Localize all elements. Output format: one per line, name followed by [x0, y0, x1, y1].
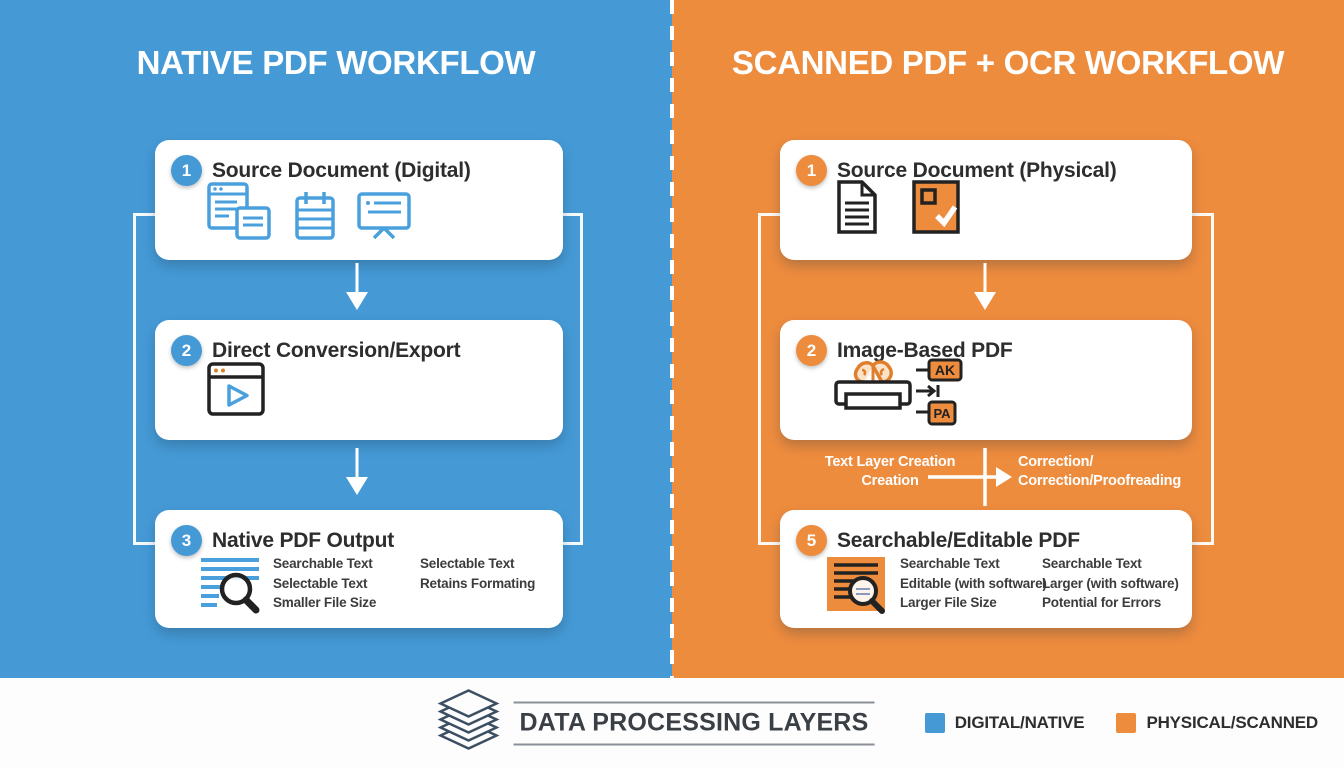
- label-line: Correction/: [1018, 454, 1094, 470]
- step-card-native-pdf-output: 3 Native PDF Output: [155, 510, 563, 628]
- down-arrow-icon: [344, 448, 370, 501]
- step-number-badge: 2: [796, 335, 827, 366]
- ocr-tag-bottom-label: PA: [933, 406, 951, 421]
- step-title: Image-Based PDF: [837, 339, 1013, 362]
- legend-label: PHYSICAL/SCANNED: [1146, 713, 1318, 732]
- feature-item: Larger (with software): [1042, 575, 1179, 591]
- digital-documents-icon: [207, 182, 273, 245]
- text-layer-creation-label: Text Layer Creation Creation: [792, 453, 988, 491]
- step-card-direct-conversion: 2 Direct Conversion/Export: [155, 320, 563, 440]
- label-line: Text Layer Creation: [824, 454, 956, 470]
- feature-item: Smaller File Size: [273, 595, 377, 610]
- legend: DIGITAL/NATIVE PHYSICAL/SCANNED: [924, 713, 1318, 733]
- step-title: Direct Conversion/Export: [212, 339, 461, 362]
- legend-item-digital: DIGITAL/NATIVE: [924, 713, 1085, 733]
- step-title: Searchable/Editable PDF: [837, 529, 1080, 552]
- feature-item: Larger File Size: [900, 595, 997, 610]
- down-arrow-icon: [972, 263, 998, 316]
- searchable-text-icon: [199, 556, 263, 619]
- step-number-badge: 1: [171, 155, 202, 186]
- step-card-source-digital: 1 Source Document (Digital): [155, 140, 563, 260]
- cross-right-arrow-icon: [928, 446, 1018, 513]
- feature-item: Selectable Text: [273, 575, 368, 591]
- brand: DATA PROCESSING LAYERS: [437, 689, 875, 758]
- presentation-monitor-icon: [357, 190, 411, 245]
- browser-export-icon: [207, 362, 265, 421]
- step-card-source-physical: 1 Source Document (Physical): [780, 140, 1192, 260]
- searchable-scan-icon: [826, 556, 888, 619]
- feature-item: Editable (with software): [900, 575, 1047, 591]
- step-title: Source Document (Physical): [837, 159, 1117, 182]
- brand-title-frame: DATA PROCESSING LAYERS: [513, 701, 875, 745]
- feature-item: Selectable Text: [420, 556, 515, 571]
- correction-proofreading-label: Correction/ Correction/Proofreading: [1018, 453, 1228, 491]
- legend-item-physical: PHYSICAL/SCANNED: [1116, 713, 1318, 733]
- step-card-searchable-editable-pdf: 5 Searchable/Editable PDF: [780, 510, 1192, 628]
- ocr-tag-top-label: AK: [935, 362, 955, 378]
- step-number: 1: [806, 160, 817, 180]
- brand-title: DATA PROCESSING LAYERS: [519, 708, 869, 736]
- orange-swatch-icon: [1116, 713, 1137, 733]
- legend-label: DIGITAL/NATIVE: [954, 713, 1085, 732]
- paper-document-icon: [836, 180, 878, 239]
- layers-icon: [437, 689, 500, 758]
- spreadsheet-icon: [295, 190, 335, 245]
- step-number: 2: [181, 340, 192, 360]
- left-connector-bracket: [133, 213, 163, 545]
- feature-item: Searchable Text: [1042, 556, 1142, 571]
- ocr-scan-icon: AK PA: [828, 356, 970, 433]
- step-number: 5: [806, 530, 817, 550]
- feature-item: Searchable Text: [900, 556, 1000, 571]
- step-number-badge: 3: [171, 525, 202, 556]
- step-number: 3: [181, 530, 192, 550]
- right-connector-bracket: [553, 213, 583, 545]
- step-number-badge: 2: [171, 335, 202, 366]
- scanned-ocr-panel: SCANNED PDF + OCR WORKFLOW 1 Source Docu…: [672, 0, 1344, 678]
- feature-item: Retains Formating: [420, 575, 536, 591]
- scanned-workflow-title: SCANNED PDF + OCR WORKFLOW: [731, 44, 1285, 81]
- left-connector-bracket: [758, 213, 788, 545]
- step-number-badge: 1: [796, 155, 827, 186]
- step-number-badge: 5: [796, 525, 827, 556]
- workflow-comparison-diagram: NATIVE PDF WORKFLOW 1 Source Document (D…: [0, 0, 1344, 678]
- right-connector-bracket: [1184, 213, 1214, 545]
- step-card-image-based-pdf: 2 Image-Based PDF AK: [780, 320, 1192, 440]
- feature-item: Potential for Errors: [1042, 595, 1162, 610]
- label-line: Creation: [861, 473, 919, 489]
- native-workflow-title: NATIVE PDF WORKFLOW: [136, 44, 536, 81]
- step-title: Source Document (Digital): [212, 159, 471, 182]
- step-number: 1: [181, 160, 192, 180]
- step-number: 2: [806, 340, 817, 360]
- feature-item: Searchable Text: [273, 556, 373, 571]
- label-line: Correction/Proofreading: [1018, 473, 1181, 489]
- panel-divider: [670, 0, 674, 678]
- blue-swatch-icon: [924, 713, 945, 733]
- native-pdf-panel: NATIVE PDF WORKFLOW 1 Source Document (D…: [0, 0, 672, 678]
- step-title: Native PDF Output: [212, 529, 395, 552]
- scanned-page-check-icon: [912, 180, 960, 239]
- down-arrow-icon: [344, 263, 370, 316]
- footer: DATA PROCESSING LAYERS DIGITAL/NATIVE PH…: [0, 678, 1344, 768]
